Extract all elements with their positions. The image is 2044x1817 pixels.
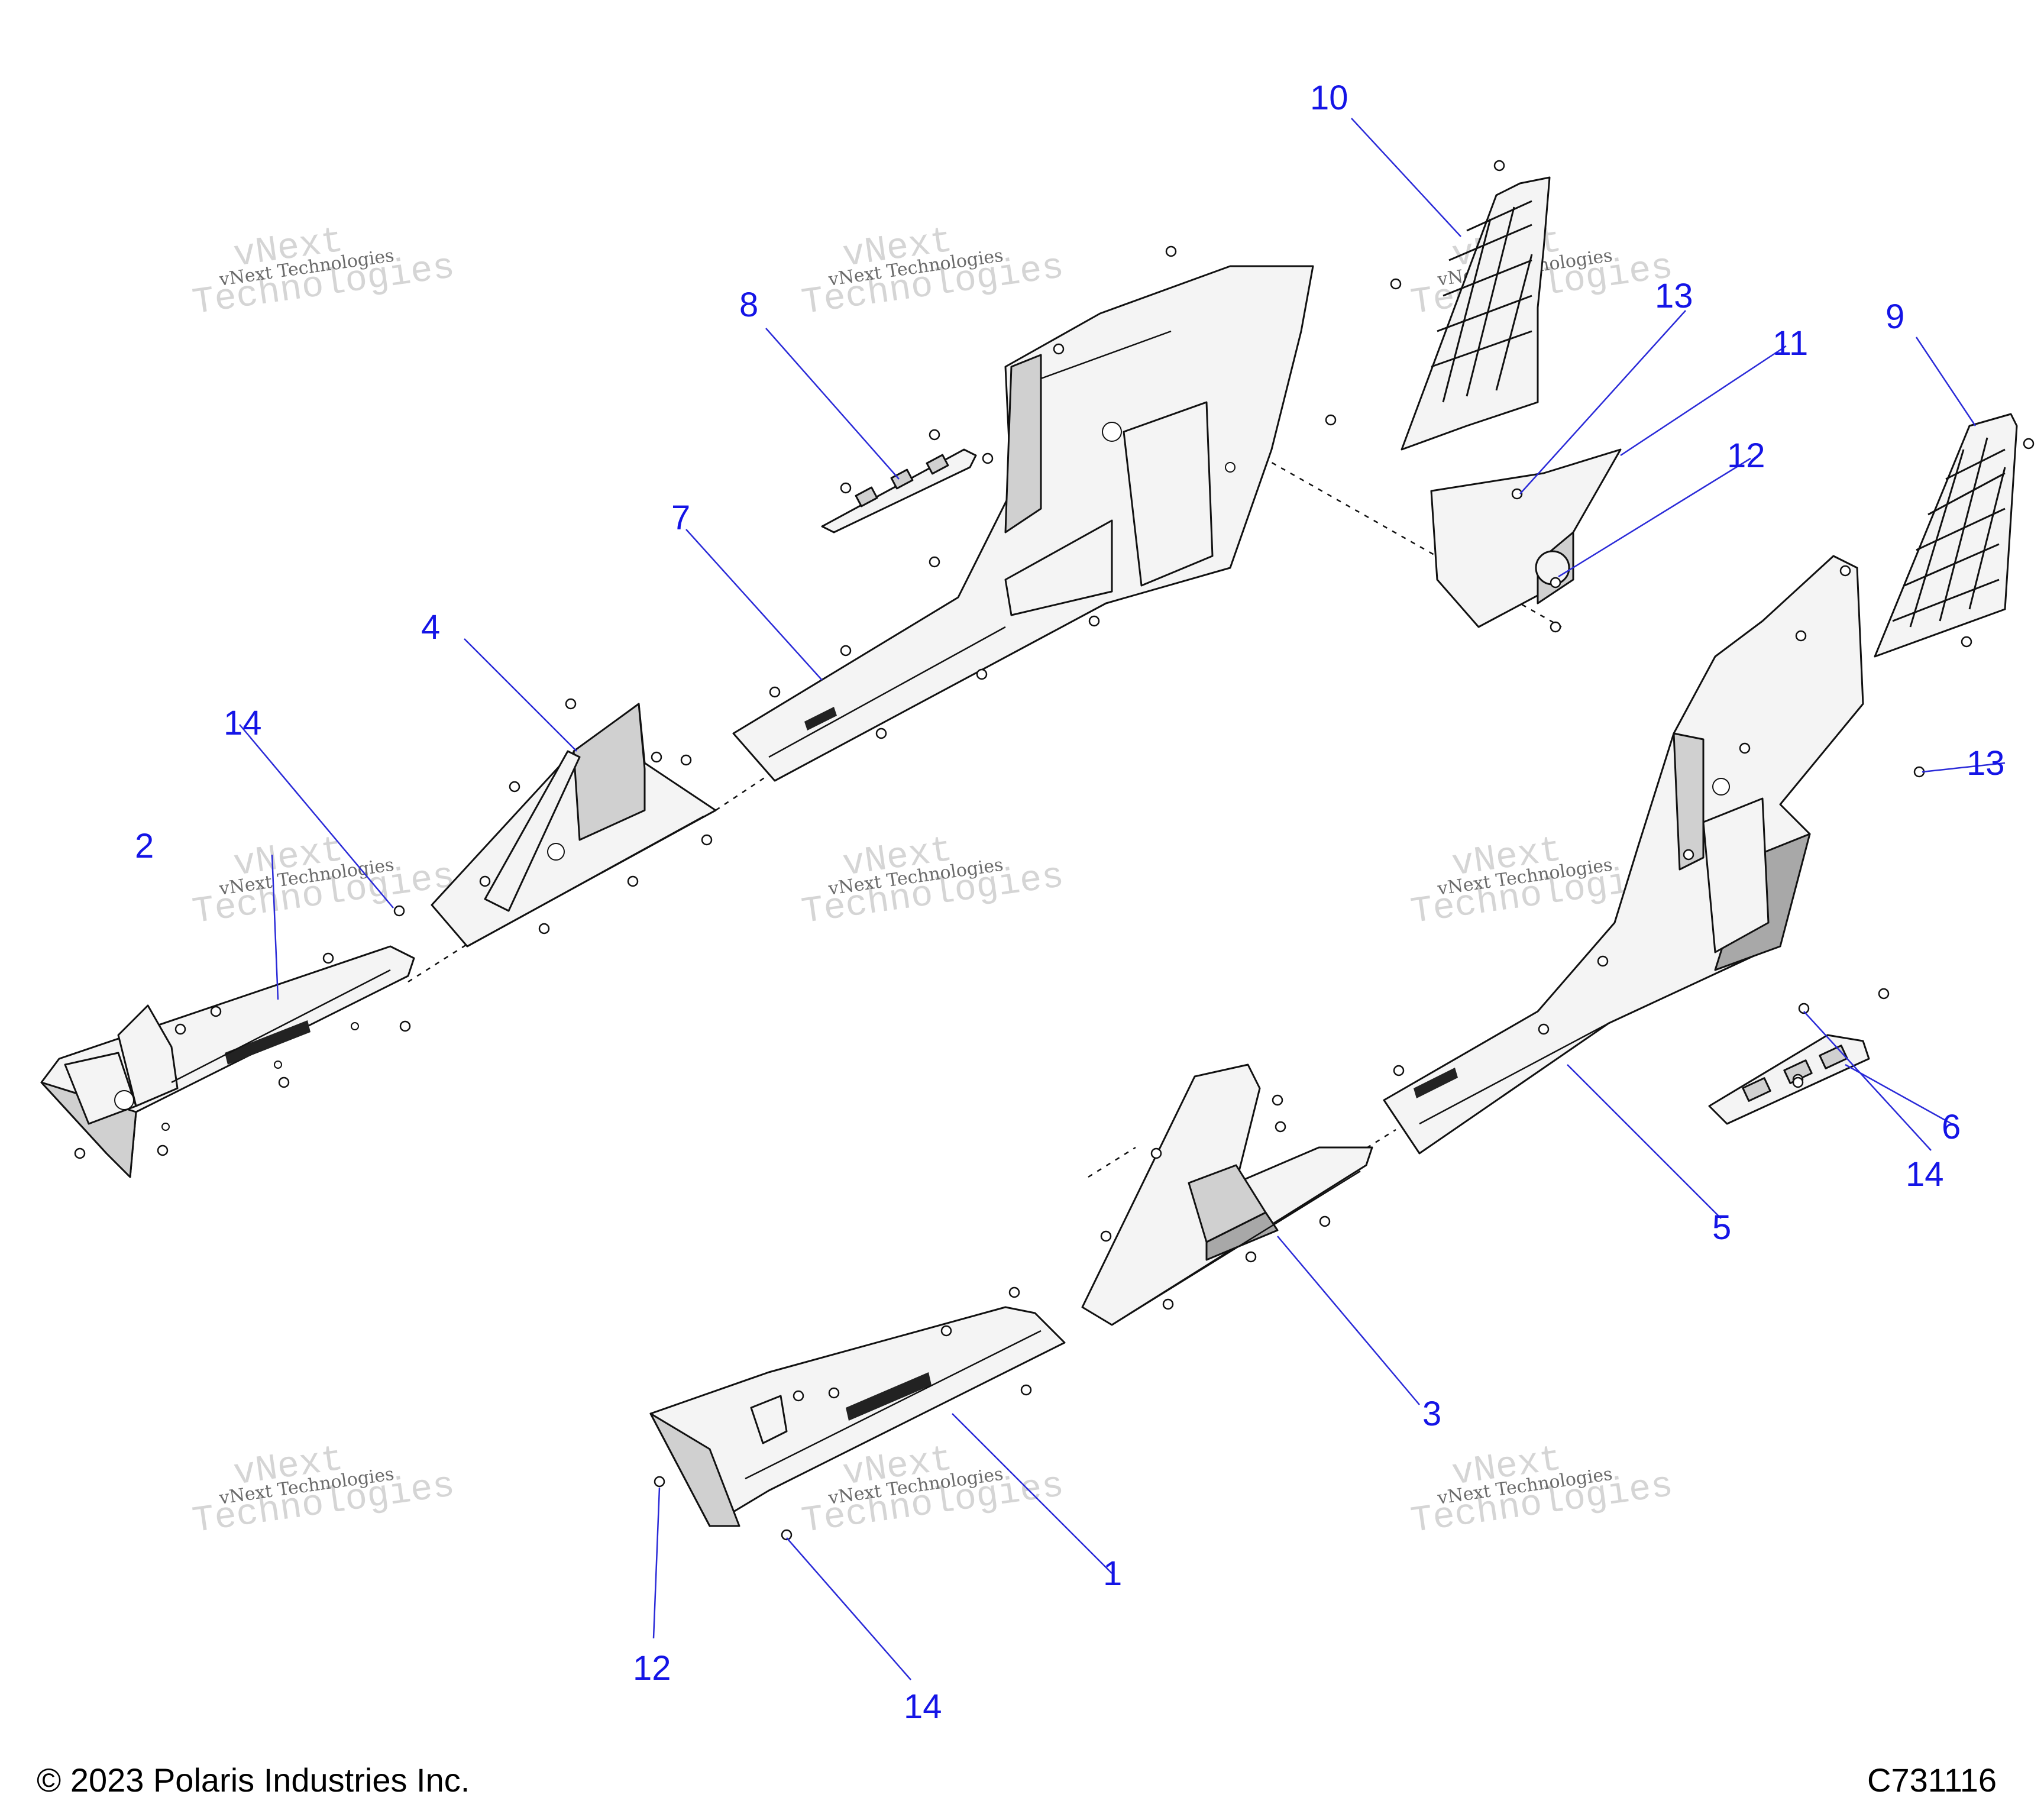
leader-lines [239,118,2006,1680]
part-4-pillar-panel [431,698,717,948]
part-9-grille [1874,413,2035,658]
part-8-footrest [821,429,977,534]
callout-4: 4 [421,608,440,646]
loose-fasteners [1792,766,1925,1088]
callout-13-right: 13 [1967,744,2005,783]
callout-9: 9 [1885,298,1904,336]
callout-14-bottom: 14 [904,1687,942,1726]
part-1-rocker-panel [649,1286,1066,1541]
callout-7: 7 [671,499,690,537]
watermark: vNext Technologies vNext Technologies [190,220,457,325]
part-10-grille [1325,160,1551,451]
callout-2: 2 [135,827,154,865]
part-2-rocker-panel [40,905,415,1178]
callout-3: 3 [1422,1395,1441,1433]
callout-12-right: 12 [1727,437,1765,475]
callout-14-right: 14 [1906,1155,1944,1194]
callout-5: 5 [1712,1208,1731,1247]
copyright-notice: © 2023 Polaris Industries Inc. [37,1761,470,1799]
callout-8: 8 [739,286,758,324]
part-7-sill-panel [732,245,1314,782]
callout-10: 10 [1310,79,1348,117]
part-11-bracket [1430,448,1622,633]
watermark: vNext Technologies vNext Technologies [1408,1438,1676,1543]
callout-6: 6 [1942,1108,1961,1146]
watermark: vNext Technologies vNext Technologies [799,829,1066,934]
part-3-pillar-panel [1081,1063,1373,1326]
callout-12-left: 12 [633,1649,671,1687]
watermark: vNext Technologies vNext Technologies [799,220,1066,325]
callouts: 1 2 3 4 5 6 7 8 9 10 11 12 12 13 13 14 1… [135,79,2005,1726]
callout-11: 11 [1773,324,1808,363]
watermark: vNext Technologies vNext Technologies [190,1438,457,1543]
drawing-number: C731116 [1867,1761,1997,1799]
callout-13-upper: 13 [1655,277,1693,315]
part-5-sill-panel [1383,555,1864,1155]
callout-1: 1 [1103,1554,1122,1593]
watermark: vNext Technologies vNext Technologies [190,829,457,934]
callout-14-left: 14 [224,704,262,742]
